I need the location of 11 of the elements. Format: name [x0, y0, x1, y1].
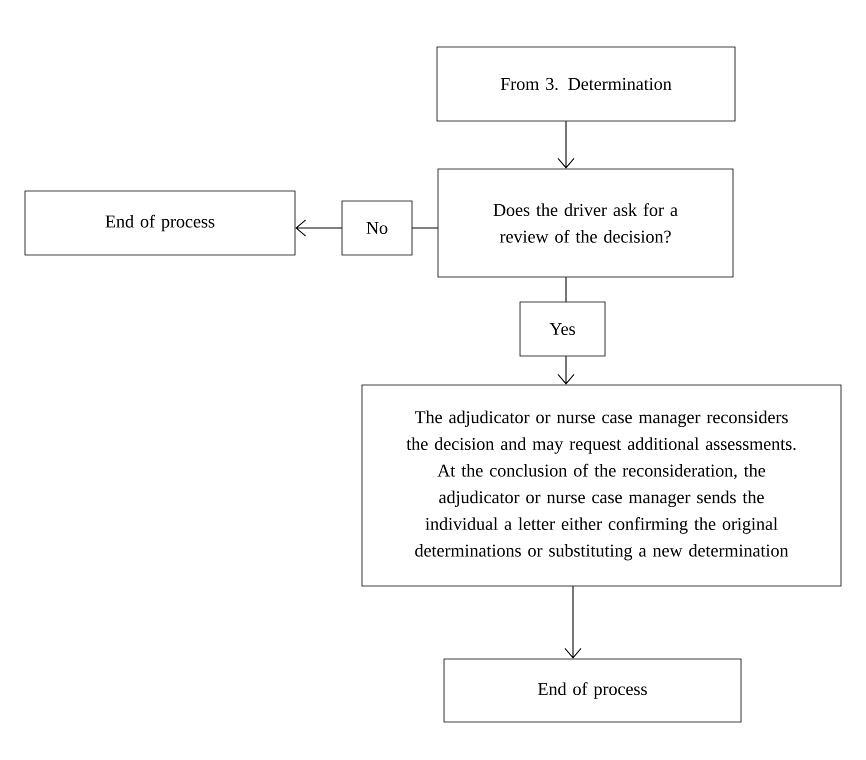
choice-box: Yes	[520, 302, 606, 356]
arrow	[558, 356, 574, 385]
process-box: From 3. Determination	[436, 46, 736, 122]
arrow	[558, 121, 574, 169]
arrow	[295, 220, 342, 236]
end-box: End of process	[24, 190, 296, 256]
end-box: End of process	[444, 658, 742, 722]
decision-box: Does the driver ask for a review of the decision?	[438, 168, 734, 278]
arrow	[564, 586, 582, 659]
process-box: The adjudicator or nurse case manager reconsiders the decision and may request additional assessments. At the conclusion of the reconsideration, the adjudicator or nurse case manager sends the individual a letter either confirming the original determinations or substituting a new determination	[362, 384, 842, 586]
choice-box: No	[342, 200, 412, 256]
